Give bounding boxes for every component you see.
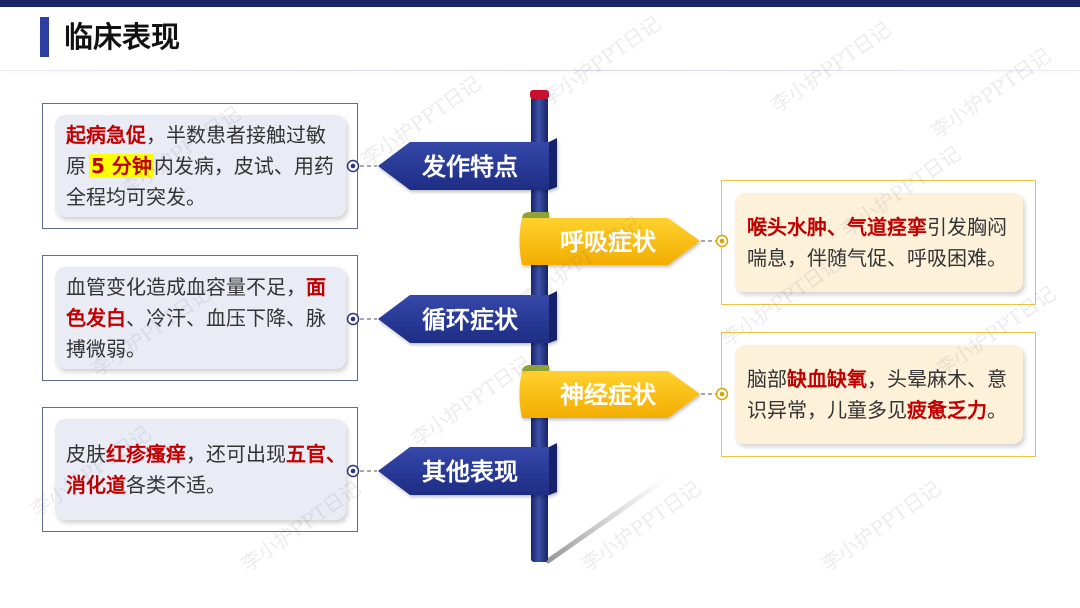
- sign-board: [378, 142, 549, 190]
- text-line: 全程均可突发。: [66, 182, 346, 213]
- sign-label-onset: 发作特点: [421, 153, 518, 181]
- sign-board: [519, 218, 700, 265]
- sign-label-circulatory: 循环症状: [422, 306, 519, 334]
- body-text: 脑部: [747, 366, 787, 391]
- emphasis-text: 缺血缺氧: [787, 366, 867, 391]
- info-box-other: 皮肤红疹瘙痒，还可出现五官、消化道各类不适。: [42, 407, 358, 532]
- body-text: 、冷汗、血压下降、脉: [126, 305, 326, 330]
- sign-wrap-band: [549, 443, 557, 495]
- connector-circulatory: [346, 312, 377, 326]
- text-line: 喘息，伴随气促、呼吸困难。: [747, 243, 1023, 274]
- info-box-content: 皮肤红疹瘙痒，还可出现五官、消化道各类不适。: [55, 419, 346, 520]
- highlighted-text: 5 分钟: [89, 153, 154, 178]
- sign-wrap-band: [549, 291, 557, 343]
- sign-wrap-band: [522, 212, 549, 219]
- emphasis-text: 五官、: [286, 441, 346, 466]
- body-text: 识异常，儿童多见: [747, 397, 907, 422]
- body-text: 全程均可突发。: [66, 184, 206, 209]
- info-box-content: 喉头水肿、气道痉挛引发胸闷喘息，伴随气促、呼吸困难。: [735, 193, 1023, 292]
- sign-other: [378, 443, 557, 495]
- sign-respiratory: [519, 212, 700, 265]
- connector-other: [346, 464, 377, 478]
- connector-dot: [719, 238, 725, 244]
- sign-wrap-band: [522, 365, 549, 372]
- page-title: 临床表现: [64, 20, 181, 54]
- sign-onset: [378, 138, 557, 190]
- emphasis-text: 疲惫乏力: [907, 397, 987, 422]
- text-line: 起病急促，半数患者接触过敏: [66, 120, 346, 151]
- body-text: 。: [987, 397, 1007, 422]
- sign-board: [378, 295, 549, 343]
- info-box-neurological: 脑部缺血缺氧，头晕麻木、意识异常，儿童多见疲惫乏力。: [721, 332, 1036, 457]
- emphasis-text: 红疹瘙痒: [106, 441, 186, 466]
- connector-neurological: [701, 387, 729, 401]
- connector-onset: [346, 159, 377, 173]
- connector-dot: [350, 468, 356, 474]
- sign-board: [519, 371, 700, 418]
- top-stripe: [0, 0, 1080, 7]
- emphasis-text: 消化道: [66, 472, 126, 497]
- text-line: 色发白、冷汗、血压下降、脉: [66, 303, 346, 334]
- connector-dot: [350, 163, 356, 169]
- title-separator: [0, 70, 1080, 71]
- info-box-respiratory: 喉头水肿、气道痉挛引发胸闷喘息，伴随气促、呼吸困难。: [721, 180, 1036, 305]
- emphasis-text: 起病急促: [66, 122, 146, 147]
- body-text: ，还可出现: [186, 441, 286, 466]
- text-line: 皮肤红疹瘙痒，还可出现五官、: [66, 439, 346, 470]
- sign-label-neurological: 神经症状: [560, 381, 657, 409]
- sign-wrap-band: [549, 138, 557, 190]
- sign-board: [378, 447, 549, 495]
- connector-dot: [719, 391, 725, 397]
- text-line: 搏微弱。: [66, 334, 346, 365]
- info-box-content: 脑部缺血缺氧，头晕麻木、意识异常，儿童多见疲惫乏力。: [735, 345, 1023, 444]
- title-accent-bar: [40, 17, 49, 57]
- text-line: 喉头水肿、气道痉挛引发胸闷: [747, 212, 1023, 243]
- emphasis-text: 面: [306, 274, 326, 299]
- body-text: 搏微弱。: [66, 336, 146, 361]
- emphasis-text: 喉头水肿、气道痉挛: [747, 214, 927, 239]
- sign-circulatory: [378, 291, 557, 343]
- text-line: 识异常，儿童多见疲惫乏力。: [747, 395, 1023, 426]
- text-line: 消化道各类不适。: [66, 470, 346, 501]
- text-line: 脑部缺血缺氧，头晕麻木、意: [747, 364, 1023, 395]
- info-box-content: 血管变化造成血容量不足，面色发白、冷汗、血压下降、脉搏微弱。: [55, 267, 346, 369]
- sign-neurological: [519, 365, 700, 418]
- body-text: ，头晕麻木、意: [867, 366, 1007, 391]
- body-text: 喘息，伴随气促、呼吸困难。: [747, 245, 1007, 270]
- pole-shadow: [545, 474, 671, 564]
- body-text: 血管变化造成血容量不足，: [66, 274, 306, 299]
- emphasis-text: 色发白: [66, 305, 126, 330]
- connector-respiratory: [701, 234, 729, 248]
- info-box-circulatory: 血管变化造成血容量不足，面色发白、冷汗、血压下降、脉搏微弱。: [42, 255, 358, 381]
- sign-label-respiratory: 呼吸症状: [560, 228, 657, 256]
- body-text: 各类不适。: [126, 472, 226, 497]
- body-text: 引发胸闷: [927, 214, 1007, 239]
- pole-cap: [530, 90, 549, 99]
- connector-dot: [350, 316, 356, 322]
- body-text: ，半数患者接触过敏: [146, 122, 326, 147]
- body-text: 原: [66, 153, 86, 178]
- body-text: 内发病，皮试、用药: [153, 153, 334, 178]
- text-line: 血管变化造成血容量不足，面: [66, 272, 346, 303]
- body-text: 皮肤: [66, 441, 106, 466]
- sign-label-other: 其他表现: [422, 458, 518, 486]
